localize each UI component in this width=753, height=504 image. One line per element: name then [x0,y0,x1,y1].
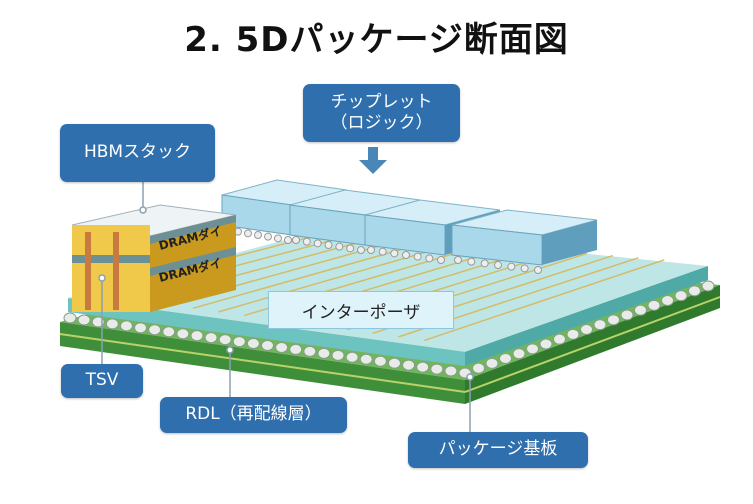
solder-bump [190,330,204,342]
solder-bump [553,333,566,345]
solder-bump [701,280,715,292]
trace-line [424,259,665,342]
micro-bump [467,257,476,266]
solder-bump [402,359,416,371]
micro-bump [534,266,542,274]
solder-bump [593,319,607,331]
solder-bump [261,340,274,351]
micro-bump [367,246,375,254]
micro-bump [335,242,344,251]
solder-bump [539,338,553,350]
solder-bump [275,341,289,353]
solder-bump [580,324,593,335]
solder-bump [134,322,148,334]
chiplet-label-line2: （ロジック） [330,113,433,133]
solder-bump [105,318,119,330]
solder-bump [634,304,647,316]
micro-bump [520,264,529,273]
chiplet-label-line1: チップレット [330,91,433,112]
package-substrate-label-text: パッケージ基板 [438,439,558,460]
solder-bump [303,345,317,357]
micro-bump [378,247,387,256]
hbm-stack: DRAMダイ DRAMダイ [71,204,237,312]
solder-bump [647,299,661,311]
solder-bump [331,349,345,361]
micro-bump [284,236,292,244]
micro-bump [357,246,365,254]
solder-bump [204,332,218,344]
solder-bumps [63,280,715,379]
micro-bump [437,256,445,264]
solder-bump [119,320,133,332]
solder-bump [289,343,303,355]
solder-bump [162,326,176,338]
solder-bump [526,343,539,355]
solder-bump [176,328,190,340]
solder-bump [373,355,387,367]
solder-bump [472,362,485,374]
page-title: 2. 5Dパッケージ断面図 [184,20,569,60]
micro-bump [346,244,355,253]
solder-bump [566,328,580,340]
micro-bump [402,251,410,259]
micro-bump [244,229,252,238]
micro-bump [324,241,333,249]
rdl-label: RDL（再配線層） [160,397,347,433]
micro-bump [390,249,399,258]
solder-bump [416,361,430,373]
micro-bump [425,254,434,263]
down-arrow-icon [359,147,387,174]
rdl-label-text: RDL（再配線層） [185,404,322,425]
solder-bump [499,353,512,364]
micro-bump [264,232,272,241]
solder-bump [430,363,444,375]
solder-bump [387,357,401,369]
hbm-stack-label: HBMスタック [60,124,215,182]
package-substrate-label: パッケージ基板 [408,432,588,468]
micro-bump [454,256,462,264]
hbm-stack-label-text: HBMスタック [83,142,192,163]
micro-bump [313,239,322,248]
solder-bump [444,365,458,377]
micro-bump [302,237,311,246]
solder-bump [674,290,688,302]
chiplet-label: チップレット （ロジック） [303,84,460,142]
solder-bump [512,348,526,360]
chiplet-die [451,209,598,274]
interposer-label: インターポーザ [268,291,454,329]
solder-bump [345,351,359,363]
solder-bump [485,357,499,369]
solder-bump [246,338,260,350]
micro-bump [254,231,262,239]
leader-lines [98,182,474,433]
solder-bump [63,312,77,324]
solder-bump [218,334,232,346]
solder-bump [620,309,634,321]
micro-bump [292,236,300,244]
solder-bump [77,314,91,326]
tsv-label-text: TSV [85,370,119,391]
micro-bump [507,262,516,271]
solder-bump [91,316,105,328]
micro-bump [274,234,282,243]
tsv-pillars [85,232,119,310]
solder-bump [232,336,246,348]
solder-bump [317,347,331,359]
tsv-label: TSV [61,364,143,398]
solder-bump [688,285,701,297]
micro-bump [480,259,489,268]
solder-bump [148,324,162,336]
solder-bump [607,314,620,326]
solder-bump [359,353,373,365]
micro-bump [413,252,422,261]
solder-bump [661,295,674,306]
micro-bump [494,261,502,269]
